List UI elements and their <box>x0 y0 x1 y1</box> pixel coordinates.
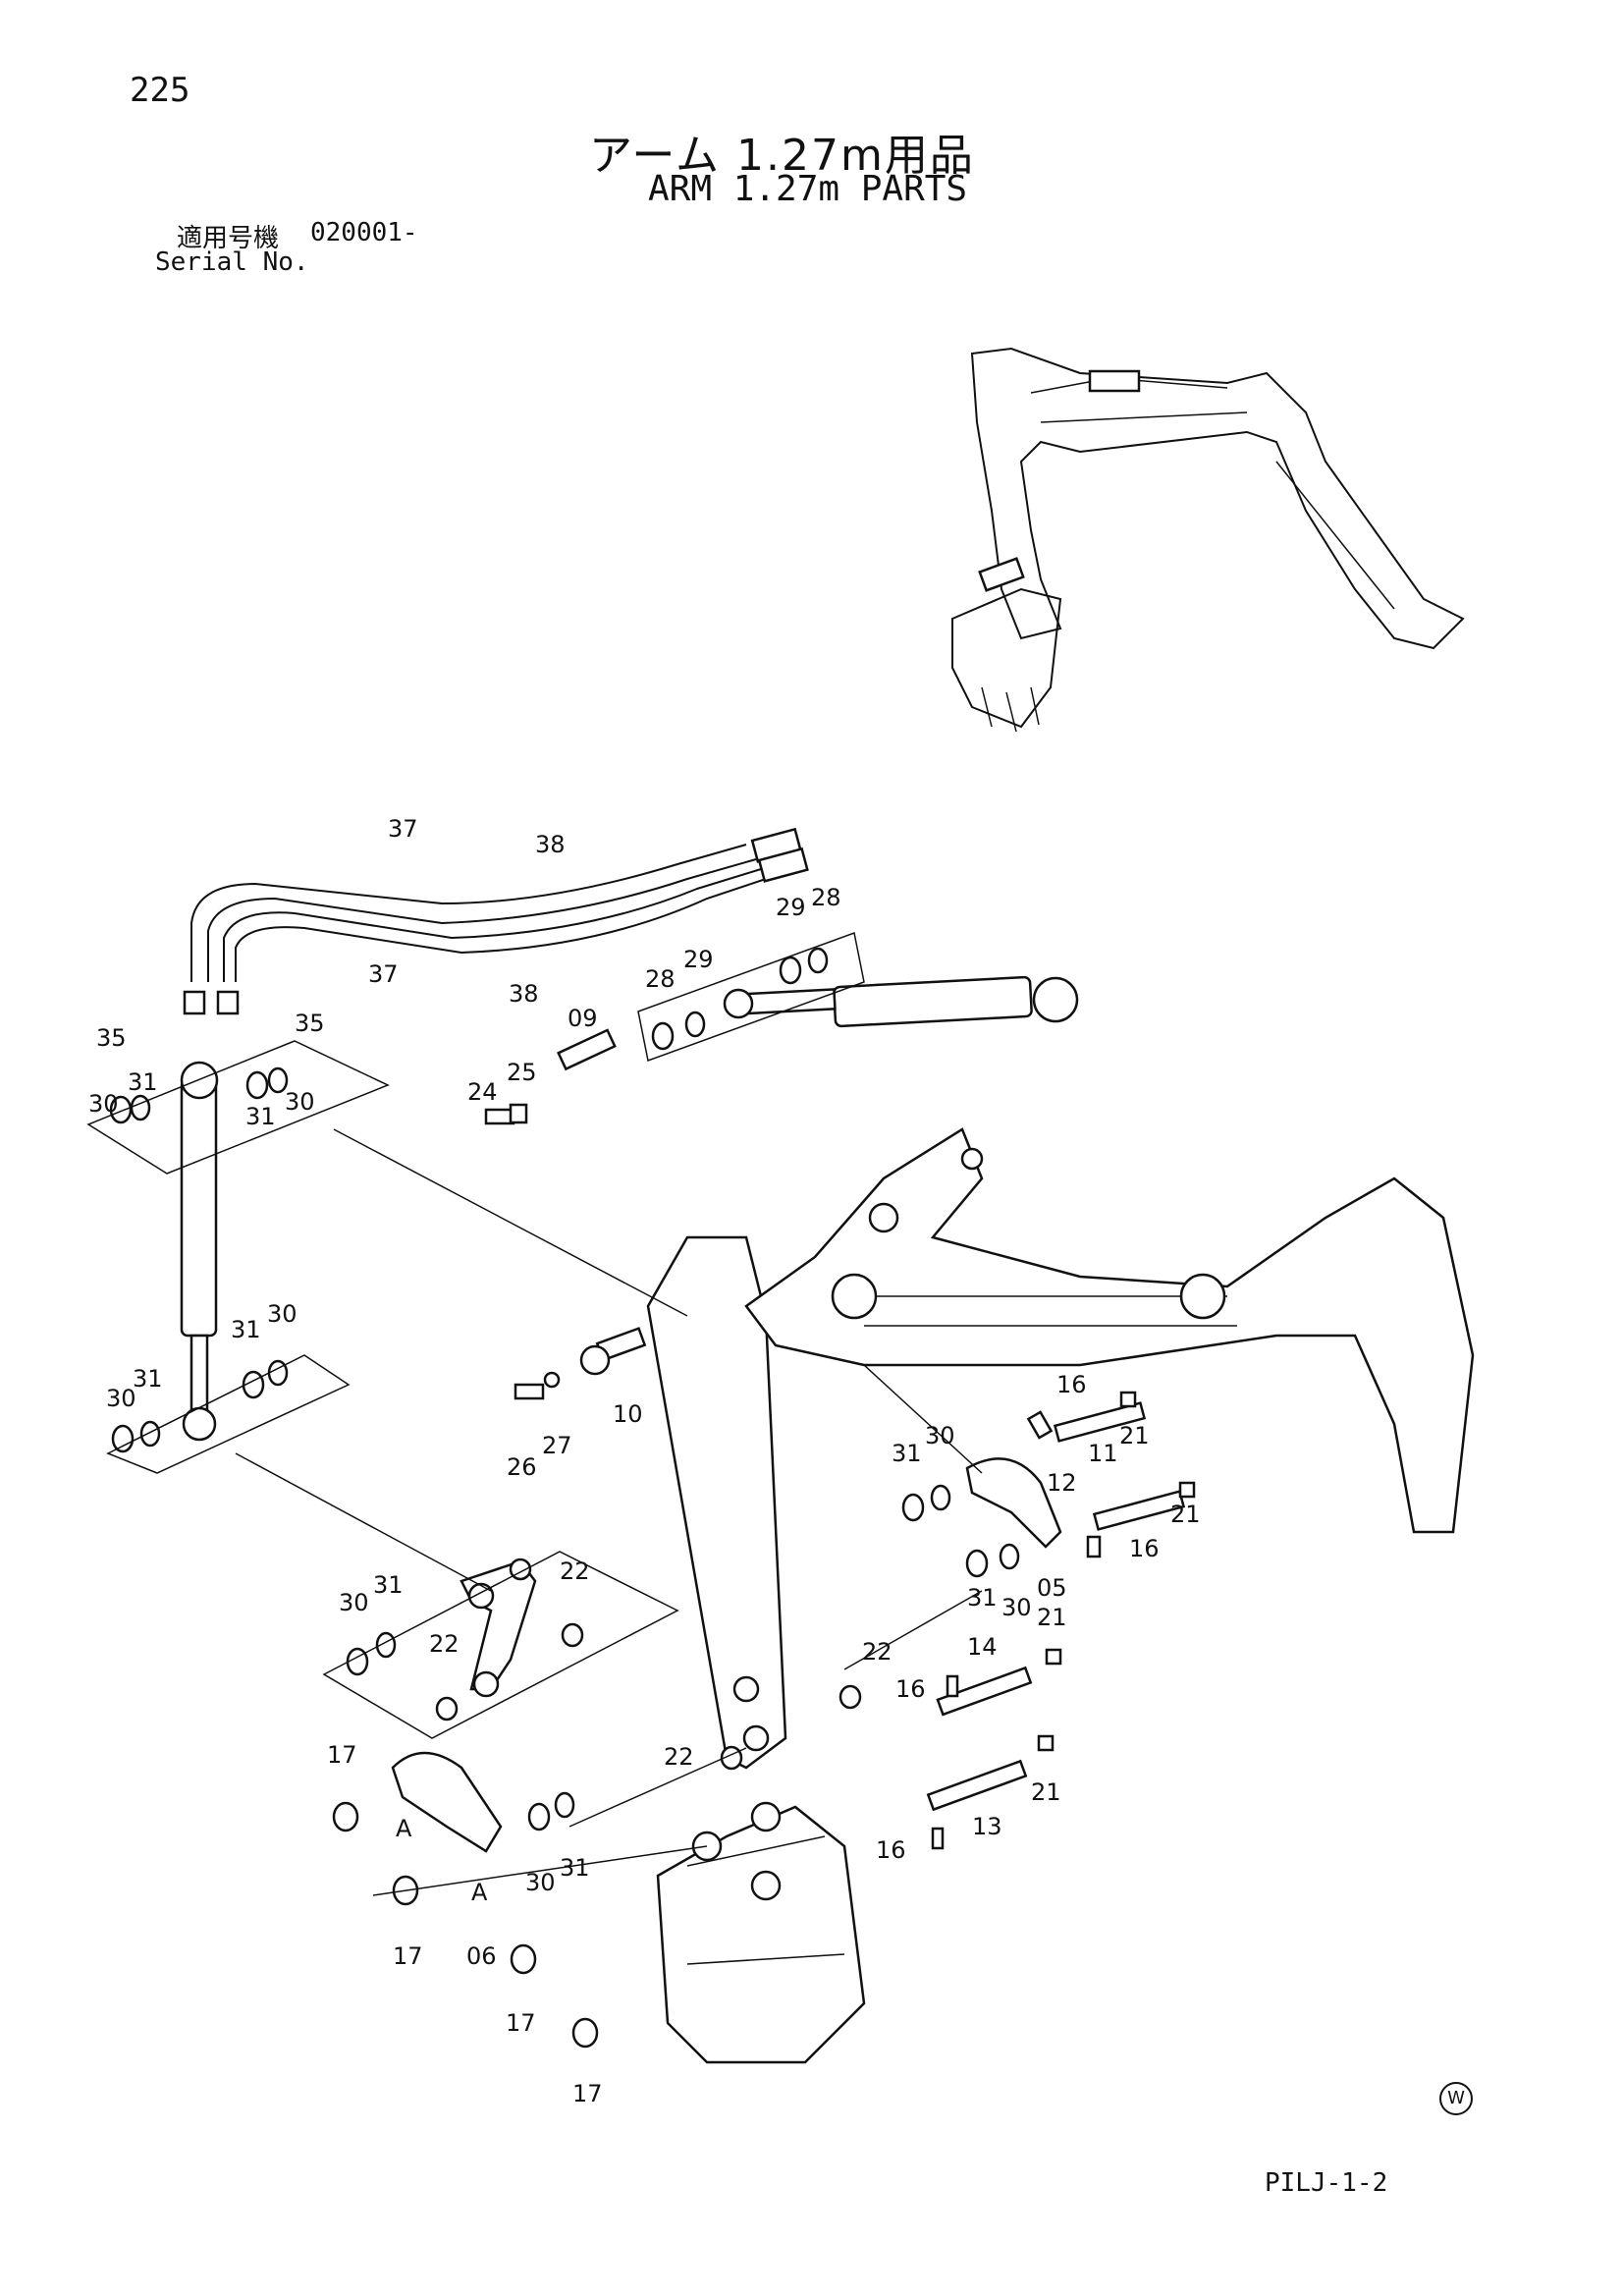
callout-30-f: 30 <box>1001 1594 1032 1621</box>
callout-17-a: 17 <box>327 1741 357 1769</box>
serial-label-english: Serial No. <box>155 247 309 277</box>
callout-30-e: 30 <box>925 1422 955 1449</box>
callout-16-a: 16 <box>1056 1371 1087 1398</box>
page-title-japanese: アーム 1.27m用品 <box>589 131 975 181</box>
callout-25: 25 <box>507 1059 537 1086</box>
callout-37-top: 37 <box>388 815 418 843</box>
callout-21-b: 21 <box>1170 1501 1201 1528</box>
callout-24: 24 <box>467 1078 498 1106</box>
callout-35-right: 35 <box>295 1010 325 1037</box>
callout-A-upper: A <box>396 1815 412 1842</box>
w-mark: W <box>1439 2082 1473 2115</box>
callout-27: 27 <box>542 1432 572 1459</box>
arm-cylinder <box>723 975 1079 1028</box>
callout-17-b: 17 <box>393 1942 423 1970</box>
callout-22-c: 22 <box>862 1638 893 1666</box>
callout-10: 10 <box>613 1400 643 1428</box>
serial-label-japanese: 適用号機 <box>177 224 280 253</box>
callout-28-b: 28 <box>811 884 841 911</box>
bucket <box>656 1801 866 2064</box>
callout-37-bottom: 37 <box>368 960 399 988</box>
callout-31-g: 31 <box>373 1571 404 1599</box>
callout-31-d: 31 <box>133 1365 163 1393</box>
callout-21-c: 21 <box>1037 1604 1067 1631</box>
callout-38-bottom: 38 <box>509 980 539 1008</box>
callout-11: 11 <box>1088 1440 1118 1467</box>
main-arm <box>646 1127 1475 1770</box>
callout-14: 14 <box>967 1633 998 1661</box>
callout-30-b: 30 <box>285 1088 315 1116</box>
callout-06: 06 <box>466 1942 497 1970</box>
pins-and-washers <box>109 947 1196 2049</box>
callout-31-f: 31 <box>967 1584 998 1612</box>
page-number: 225 <box>130 71 190 110</box>
drawing-code: PILJ-1-2 <box>1265 2168 1388 2198</box>
callout-09: 09 <box>568 1005 598 1032</box>
callout-labels: 37 38 37 38 35 35 31 30 31 30 31 30 31 3… <box>88 815 1201 2107</box>
callout-30-h: 30 <box>525 1869 556 1896</box>
callout-31-b: 31 <box>245 1103 276 1130</box>
callout-A-lower: A <box>471 1879 488 1906</box>
callout-29-b: 29 <box>776 894 806 921</box>
callout-35-left: 35 <box>96 1024 127 1052</box>
serial-number-value: 020001- <box>310 218 418 247</box>
callout-31-c: 31 <box>231 1316 261 1343</box>
callout-21-d: 21 <box>1031 1778 1061 1806</box>
bucket-cylinder <box>180 1061 219 1442</box>
callout-13: 13 <box>972 1813 1002 1840</box>
callout-31-a: 31 <box>128 1068 158 1096</box>
callout-29-a: 29 <box>683 946 714 973</box>
callout-16-b: 16 <box>1129 1535 1160 1562</box>
callout-22-a: 22 <box>560 1558 590 1585</box>
callout-05: 05 <box>1037 1574 1067 1602</box>
callout-21-a: 21 <box>1119 1422 1150 1449</box>
callout-17-c: 17 <box>506 2009 536 2037</box>
callout-31-h: 31 <box>560 1854 590 1882</box>
assembly-planes <box>86 931 983 1896</box>
callout-30-c: 30 <box>267 1300 298 1328</box>
callout-17-d: 17 <box>572 2080 603 2107</box>
callout-30-d: 30 <box>106 1385 136 1412</box>
callout-26: 26 <box>507 1453 537 1481</box>
page-title-english: ARM 1.27m PARTS <box>648 169 968 209</box>
callout-30-g: 30 <box>339 1589 369 1616</box>
callout-38-top: 38 <box>535 831 566 858</box>
callout-12: 12 <box>1047 1469 1077 1497</box>
excavator-thumbnail <box>951 347 1465 733</box>
callout-16-c: 16 <box>895 1675 926 1703</box>
callout-30-a: 30 <box>88 1090 119 1118</box>
callout-31-e: 31 <box>892 1440 922 1467</box>
callout-22-b: 22 <box>429 1630 460 1658</box>
hydraulic-hoses <box>183 827 809 1015</box>
callout-16-d: 16 <box>876 1836 906 1864</box>
callout-22-d: 22 <box>664 1743 694 1771</box>
callout-28-a: 28 <box>645 965 676 993</box>
